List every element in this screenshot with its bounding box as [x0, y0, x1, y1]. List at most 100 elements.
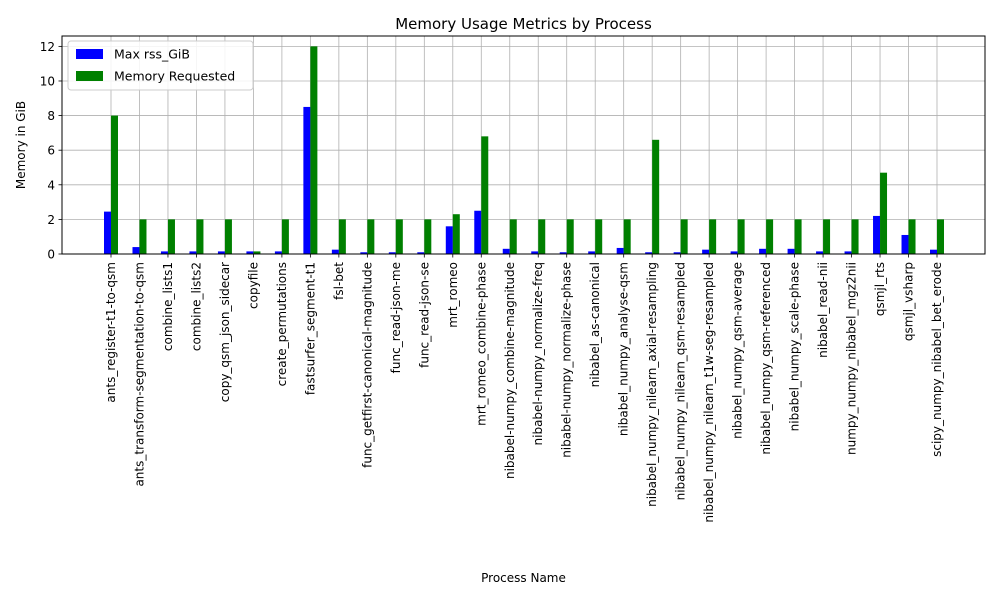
x-tick-label: nibabel_numpy_qsm-average — [731, 262, 745, 439]
y-tick-label: 0 — [47, 248, 55, 262]
bar-memory-requested — [709, 219, 717, 254]
x-tick-label: nibabel-numpy_normalize-freq — [531, 262, 545, 445]
bar-memory-requested — [623, 219, 631, 254]
x-tick-label: qsmjl_rts — [873, 262, 887, 316]
bar-max-rss — [559, 252, 567, 254]
bar-max-rss — [930, 249, 937, 254]
bar-max-rss — [104, 211, 111, 254]
bar-memory-requested — [937, 219, 944, 254]
x-tick-label: ants_register-t1-to-qsm — [104, 262, 118, 403]
bar-memory-requested — [167, 219, 175, 254]
bar-memory-requested — [595, 219, 603, 254]
bar-memory-requested — [224, 219, 232, 254]
bar-memory-requested — [737, 219, 745, 254]
x-tick-label: combine_lists2 — [189, 262, 203, 351]
x-tick-label: nibabel_numpy_nilearn_axial-resampling — [645, 262, 659, 507]
x-tick-label: func_getfirst-canonical-magnitude — [360, 262, 374, 468]
bar-max-rss — [616, 247, 624, 254]
x-tick-label: ants_transform-segmentation-to-qsm — [132, 262, 146, 487]
x-tick-label: nibabel-numpy_normalize-phase — [560, 262, 574, 458]
bar-memory-requested — [794, 219, 802, 254]
bar-max-rss — [274, 251, 282, 254]
x-axis-label: Process Name — [481, 571, 566, 585]
legend-label-memory-requested: Memory Requested — [114, 69, 235, 84]
plot-frame — [61, 35, 986, 255]
bar-memory-requested — [424, 219, 432, 254]
bar-memory-requested — [481, 136, 489, 254]
x-tick-label: combine_lists1 — [161, 262, 175, 351]
x-tick-label: nibabel-numpy_combine-magnitude — [503, 262, 517, 479]
legend-swatch-max-rss — [76, 49, 103, 59]
bar-memory-requested — [851, 219, 859, 254]
bar-max-rss — [816, 251, 824, 254]
chart-title: Memory Usage Metrics by Process — [395, 15, 652, 33]
bar-memory-requested — [253, 251, 261, 254]
x-tick-label: nibabel_numpy_analyse-qsm — [617, 262, 631, 436]
bar-memory-requested — [880, 172, 888, 254]
bar-memory-requested — [196, 219, 204, 254]
bar-memory-requested — [310, 46, 318, 254]
bar-max-rss — [217, 251, 225, 254]
bar-max-rss — [730, 251, 738, 254]
bar-memory-requested — [766, 219, 774, 254]
x-tick-label: nibabel_numpy_nilearn_qsm-resampled — [674, 262, 688, 500]
bar-memory-requested — [367, 219, 375, 254]
bar-max-rss — [360, 252, 368, 254]
y-tick-label: 10 — [40, 74, 55, 88]
y-tick-label: 2 — [47, 213, 55, 227]
x-tick-label: nibabel_numpy_nilearn_t1w-seg-resampled — [702, 262, 716, 523]
bar-max-rss — [844, 251, 852, 254]
x-tick-label: qsmjl_vsharp — [902, 262, 916, 341]
bar-max-rss — [246, 251, 254, 254]
y-tick-label: 6 — [47, 144, 55, 158]
bar-max-rss — [787, 248, 795, 254]
bar-memory-requested — [139, 219, 147, 254]
y-tick-label: 4 — [47, 178, 55, 192]
x-tick-label: func_read-json-me — [389, 262, 403, 373]
bar-memory-requested — [509, 219, 517, 254]
bar-max-rss — [502, 248, 510, 254]
bar-memory-requested — [395, 219, 403, 254]
legend: Max rss_GiB Memory Requested — [67, 40, 254, 91]
x-tick-label: numpy_numpy_nibabel_mgz2nii — [845, 262, 859, 455]
bar-memory-requested — [538, 219, 546, 254]
bar-memory-requested — [823, 219, 831, 254]
bar-max-rss — [417, 252, 425, 254]
x-tick-label: nibabel_numpy_scale-phase — [788, 262, 802, 431]
bar-memory-requested — [452, 214, 460, 254]
y-tick-label: 12 — [40, 40, 55, 54]
x-tick-label: mrt_romeo — [446, 262, 460, 328]
bar-max-rss — [388, 252, 396, 254]
bar-memory-requested — [338, 219, 346, 254]
legend-box — [67, 40, 254, 91]
x-tick-label: nibabel_read-nii — [816, 262, 830, 358]
x-tick-label: nibabel_as-canonical — [588, 262, 602, 387]
bar-memory-requested — [281, 219, 289, 254]
bar-max-rss — [160, 251, 168, 254]
bars — [104, 46, 944, 254]
x-tick-label: fastsurfer_segment-t1 — [303, 262, 317, 395]
x-tick-label: create_permutations — [275, 262, 289, 386]
bar-memory-requested — [908, 219, 916, 254]
bar-max-rss — [673, 252, 681, 254]
x-tick-label: mrt_romeo_combine-phase — [474, 262, 488, 426]
x-tick-label: nibabel_numpy_qsm-referenced — [759, 262, 773, 455]
y-axis-label: Memory in GiB — [14, 101, 28, 189]
bar-max-rss — [189, 251, 197, 254]
bar-max-rss — [331, 249, 339, 254]
x-tick-label: copy_qsm_json_sidecar — [218, 262, 232, 402]
bar-max-rss — [132, 247, 140, 254]
x-tick-label: copyfile — [246, 262, 260, 309]
legend-label-max-rss: Max rss_GiB — [114, 47, 190, 62]
bar-max-rss — [531, 251, 539, 254]
bar-memory-requested — [566, 219, 574, 254]
bar-max-rss — [873, 215, 881, 254]
bar-max-rss — [445, 226, 453, 254]
bar-memory-requested — [111, 115, 118, 254]
bar-max-rss — [588, 251, 596, 254]
legend-swatch-memory-requested — [76, 71, 103, 81]
bar-max-rss — [303, 106, 311, 254]
